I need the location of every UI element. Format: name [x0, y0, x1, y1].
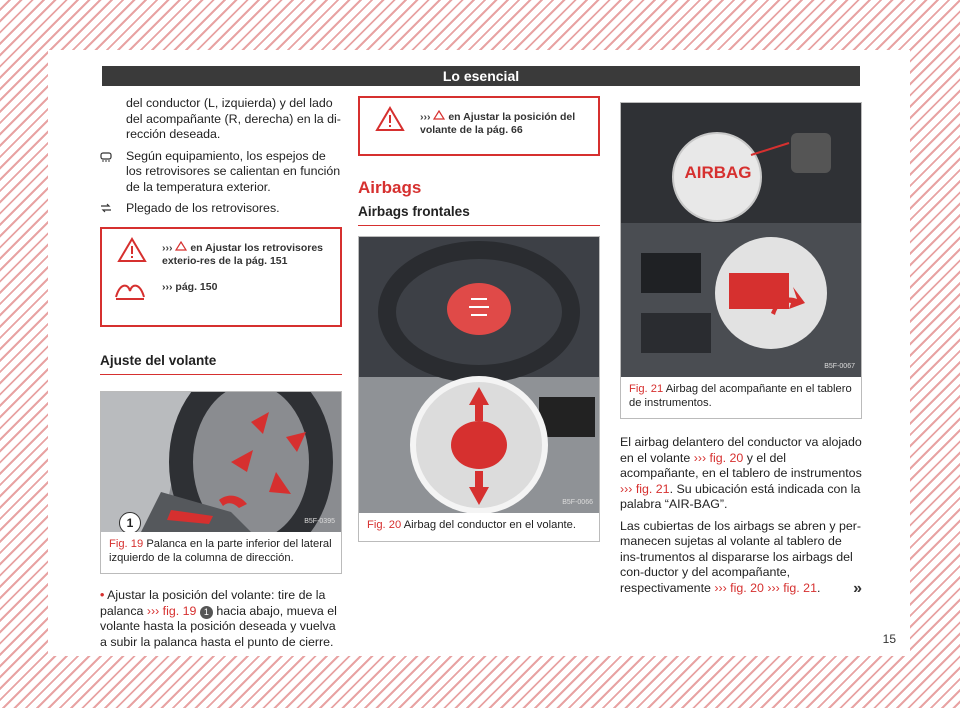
- fig19-caption: Fig. 19 Palanca en la parte inferior del…: [109, 538, 332, 564]
- warning-triangle-icon: [375, 106, 405, 131]
- link-fig21-b[interactable]: ››› fig. 21: [767, 580, 817, 595]
- section-title-steering-adjust: Ajuste del volante: [100, 353, 342, 375]
- link-fig20[interactable]: ››› fig. 20: [693, 450, 744, 465]
- page-number: 15: [882, 632, 896, 646]
- figure-19: 1 B5F-0395 Fig. 19 Palanca en la parte i…: [100, 391, 342, 574]
- paragraph-airbag-covers: Las cubiertas de los airbags se abren y …: [620, 518, 862, 597]
- warning-steering-ref[interactable]: ››› en Ajustar la posición del volante d…: [420, 109, 576, 136]
- warning-triangle-icon: [117, 236, 147, 262]
- small-warning-icon: [433, 109, 446, 120]
- passenger-airbag-illustration: [621, 103, 861, 377]
- small-warning-icon: [175, 240, 188, 251]
- list-item-mirror-fold: Plegado de los retrovisores.: [100, 201, 342, 217]
- right-column: AIRBAG B5F-0067 Fig. 21 Airbag del acomp…: [620, 96, 862, 602]
- paragraph-airbag-location: El airbag delantero del conductor va alo…: [620, 435, 862, 511]
- continue-mark: »: [853, 579, 862, 597]
- callout-number-inline: 1: [199, 605, 213, 619]
- fig19-code: B5F-0395: [304, 517, 335, 525]
- figure-21: AIRBAG B5F-0067 Fig. 21 Airbag del acomp…: [620, 102, 862, 419]
- left-column: del conductor (L, izquierda) y del lado …: [100, 96, 342, 656]
- warning-box-mirrors: ››› en Ajustar los retrovisores exterio-…: [100, 226, 342, 327]
- fig21-image: AIRBAG B5F-0067: [621, 103, 861, 377]
- subheading-front-airbags: Airbags frontales: [358, 204, 600, 226]
- warning-box-steering: ››› en Ajustar la posición del volante d…: [358, 96, 600, 156]
- mirror-fold-icon: [101, 203, 111, 213]
- fig20-code: B5F-0066: [562, 498, 593, 506]
- steering-column-illustration: [101, 392, 341, 532]
- link-fig20-b[interactable]: ››› fig. 20: [714, 580, 764, 595]
- list-item-mirror-heating: Según equipamiento, los espejos de los r…: [100, 149, 342, 196]
- mirror-heat-icon: [100, 151, 112, 162]
- heading-airbags: Airbags: [358, 178, 422, 197]
- airbag-label: AIRBAG: [684, 163, 752, 182]
- fig21-code: B5F-0067: [824, 362, 855, 370]
- fig20-image: B5F-0066: [359, 237, 599, 513]
- manual-page: Lo esencial del conductor (L, izquierda)…: [48, 50, 910, 656]
- middle-column: ››› en Ajustar la posición del volante d…: [358, 96, 600, 542]
- paragraph-steering-instructions: • Ajustar la posición del volante: tire …: [100, 588, 337, 649]
- page-header: Lo esencial: [102, 66, 860, 86]
- bullet-icon: •: [100, 588, 105, 602]
- driver-airbag-illustration: [359, 237, 599, 513]
- callout-number: 1: [119, 512, 141, 532]
- link-fig19[interactable]: ››› fig. 19: [146, 603, 197, 618]
- figure-20: B5F-0066 Fig. 20 Airbag del conductor en…: [358, 236, 600, 542]
- fig21-caption: Fig. 21 Airbag del acompañante en el tab…: [629, 383, 852, 409]
- fig20-caption: Fig. 20 Airbag del conductor en el volan…: [367, 519, 576, 531]
- manual-note-icon: [115, 284, 145, 300]
- note-page-ref[interactable]: ››› pág. 150: [162, 280, 218, 293]
- fig19-image: 1 B5F-0395: [101, 392, 341, 532]
- paragraph-mirror-direction: del conductor (L, izquierda) y del lado …: [126, 96, 341, 141]
- warning-mirrors-ref[interactable]: ››› en Ajustar los retrovisores exterio-…: [162, 240, 324, 267]
- link-fig21[interactable]: ››› fig. 21: [620, 481, 670, 496]
